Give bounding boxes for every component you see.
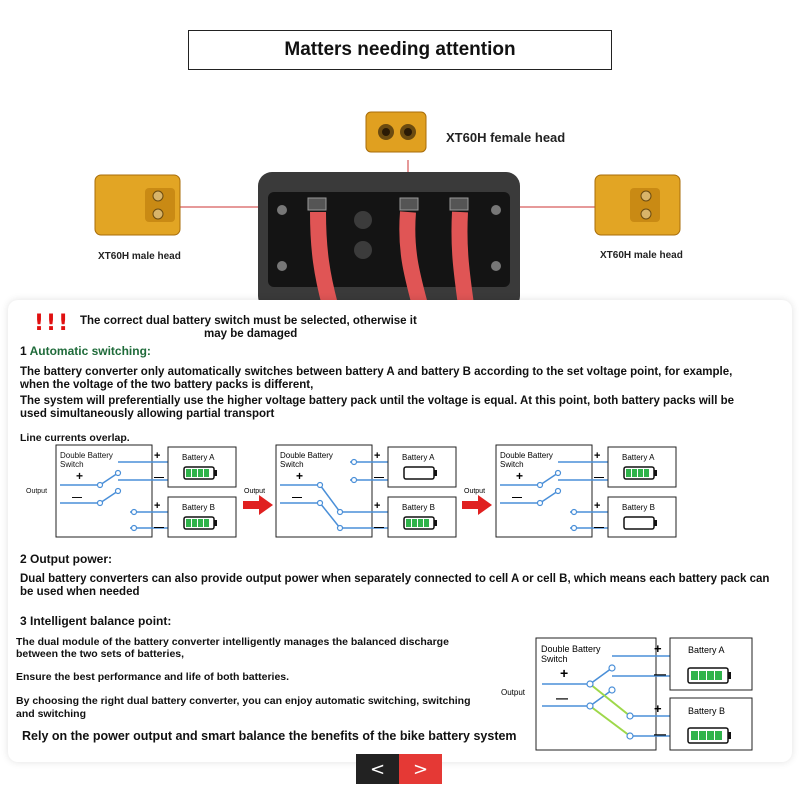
section3-line5: and switching (16, 708, 87, 720)
arrow-2-to-3 (462, 495, 492, 515)
female-head-label: XT60H female head (446, 130, 566, 145)
bal-switch-label-1: Double Battery (541, 644, 601, 654)
section1-note: Line currents overlap. (20, 432, 130, 444)
bal-minus: — (556, 691, 568, 705)
d3-plus: + (516, 469, 523, 483)
warning-line-1: The correct dual battery switch must be … (80, 315, 417, 327)
bal-battery-b-label: Battery B (688, 706, 725, 716)
svg-text:+: + (594, 450, 600, 462)
section3-line2: between the two sets of batteries, (16, 648, 185, 660)
d2-minus: — (292, 492, 302, 503)
d3-output-label: Output (464, 488, 485, 495)
warning-line-2: may be damaged (204, 328, 298, 340)
prev-button[interactable]: < (356, 754, 399, 784)
d2-output-label: Output (244, 488, 265, 495)
d1-battery-a-label: Battery A (182, 453, 215, 462)
xt60-male-connector-left (94, 174, 181, 236)
svg-text:+: + (374, 500, 380, 512)
diagram-3: Double Battery Switch Output + — + — + — B… (464, 444, 677, 538)
section1-heading: 1 Automatic switching: (20, 344, 151, 358)
section1-number: 1 (20, 344, 27, 358)
d3-switch-label-2: Switch (500, 460, 524, 469)
svg-text:+: + (374, 450, 380, 462)
product-photo (0, 80, 800, 310)
bal-switch-label-2: Switch (541, 654, 568, 664)
switching-diagrams: Double Battery Switch Output + — + — + — B… (26, 444, 677, 538)
d2-battery-b-label: Battery B (402, 503, 435, 512)
svg-text:+: + (154, 500, 160, 512)
switch-module-body (258, 172, 520, 310)
warning-icon: !!! (34, 311, 71, 336)
section3-line4: By choosing the right dual battery conve… (16, 695, 471, 707)
d2-switch-label-2: Switch (280, 460, 304, 469)
diagram-2: Double Battery Switch Output + — + — + — B… (244, 444, 457, 538)
male-head-label-right: XT60H male head (600, 250, 683, 261)
svg-text:—: — (154, 522, 164, 533)
svg-text:—: — (154, 472, 164, 483)
svg-text:—: — (594, 522, 604, 533)
d3-battery-b-label: Battery B (622, 503, 655, 512)
section1-p1-line1: The battery converter only automatically… (20, 366, 733, 378)
balance-diagram: Double Battery Switch Output + — + — + — B… (501, 637, 753, 751)
d1-output-label: Output (26, 488, 47, 495)
bal-output-label: Output (501, 688, 526, 697)
d1-minus: — (72, 492, 82, 503)
svg-text:—: — (594, 472, 604, 483)
svg-text:—: — (654, 667, 666, 681)
diagram-1: Double Battery Switch Output + — + — + — B… (26, 444, 237, 538)
section2-line2: be used when needed (20, 586, 140, 598)
male-head-label-left: XT60H male head (98, 251, 181, 262)
svg-text:+: + (654, 641, 662, 656)
section1-p2-line2: used simultaneously allowing partial tra… (20, 408, 275, 420)
d1-switch-label-1: Double Battery (60, 451, 113, 460)
svg-text:+: + (594, 500, 600, 512)
d2-plus: + (296, 469, 303, 483)
section2-line1: Dual battery converters can also provide… (20, 573, 770, 585)
svg-text:—: — (374, 522, 384, 533)
section1-p2-line1: The system will preferentially use the h… (20, 395, 735, 407)
bal-plus: + (560, 665, 568, 681)
pager: < > (356, 754, 442, 784)
bal-battery-a-label: Battery A (688, 645, 725, 655)
bal-battery-b-icon (687, 727, 731, 744)
product-illustration (94, 111, 681, 310)
d3-minus: — (512, 492, 522, 503)
page-title: Matters needing attention (188, 30, 612, 70)
next-button[interactable]: > (399, 754, 442, 784)
d1-plus: + (76, 469, 83, 483)
section3-line3: Ensure the best performance and life of … (16, 671, 290, 683)
d2-switch-label-1: Double Battery (280, 451, 333, 460)
svg-text:—: — (654, 727, 666, 741)
svg-text:+: + (654, 701, 662, 716)
d1-switch-label-2: Switch (60, 460, 84, 469)
d2-battery-a-label: Battery A (402, 453, 435, 462)
xt60-female-connector (365, 111, 427, 153)
section3-line6: Rely on the power output and smart balan… (22, 729, 517, 743)
d1-battery-b-label: Battery B (182, 503, 215, 512)
section3-heading: 3 Intelligent balance point: (20, 614, 172, 628)
bal-battery-a-icon (687, 667, 731, 684)
section1-p1-line2: when the voltage of the two battery pack… (20, 379, 314, 391)
section2-heading: 2 Output power: (20, 552, 112, 566)
xt60-male-connector-right (594, 174, 681, 236)
svg-text:—: — (374, 472, 384, 483)
svg-text:+: + (154, 450, 160, 462)
section3-line1: The dual module of the battery converter… (16, 636, 449, 648)
d3-switch-label-1: Double Battery (500, 451, 553, 460)
section1-title: Automatic switching: (29, 344, 151, 358)
d3-battery-a-label: Battery A (622, 453, 655, 462)
arrow-1-to-2 (243, 495, 273, 515)
